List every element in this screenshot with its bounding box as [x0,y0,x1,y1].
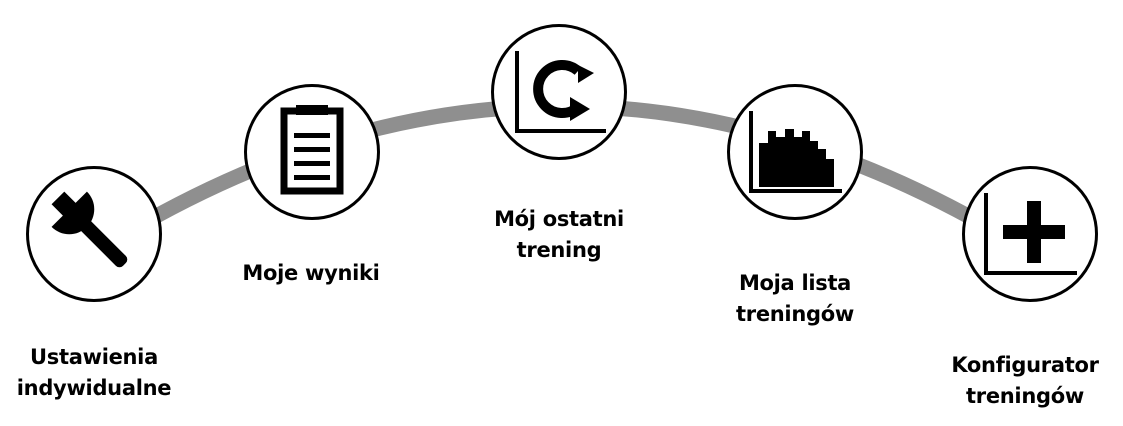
menu-item-configurator[interactable] [962,166,1098,302]
menu-item-last-training[interactable] [491,24,627,160]
menu-item-settings[interactable] [26,166,162,302]
menu-item-training-list[interactable] [727,84,863,220]
menu-item-training-list-label: Moja lista treningów [736,271,854,326]
wrench-icon [51,191,128,268]
menu-item-results-label: Moje wyniki [242,261,380,285]
menu-item-last-training-label: Mój ostatni trening [494,207,624,262]
menu-item-settings-label: Ustawienia indywidualne [16,345,172,400]
menu-item-configurator-label: Konfigurator treningów [951,353,1099,408]
menu-item-results[interactable] [244,84,380,220]
plus-chart-icon [984,193,1077,275]
bar-chart-icon [749,111,842,193]
clipboard-icon [280,105,344,195]
refresh-chart-icon [515,51,606,133]
